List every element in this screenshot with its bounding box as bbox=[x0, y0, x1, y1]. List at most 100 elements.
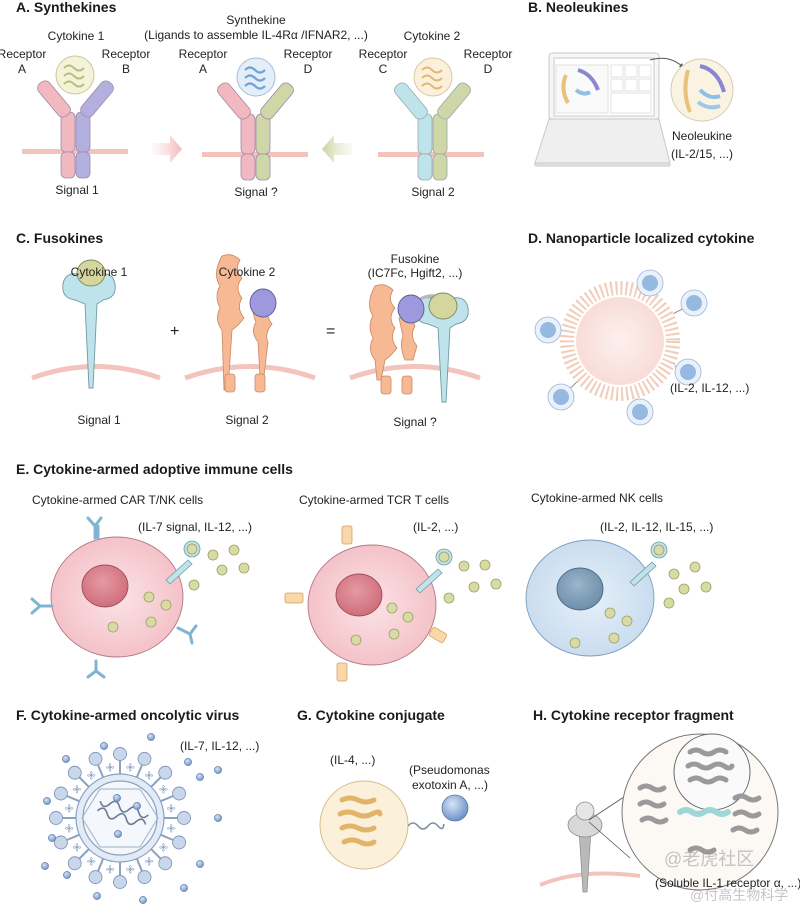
cytokine-1-label: Cytokine 1 bbox=[47, 29, 105, 43]
free-cytokine-ball bbox=[147, 733, 155, 741]
arrow-right-icon bbox=[152, 135, 182, 163]
receptor-orange-tall bbox=[216, 254, 245, 391]
receptor-orange-foot bbox=[401, 375, 413, 395]
virus-cytokine-cross: ✢ bbox=[87, 857, 95, 868]
nanoparticle-examples: (IL-2, IL-12, ...) bbox=[670, 381, 750, 395]
cytokine-dot bbox=[207, 549, 219, 561]
panel-f-graphics: ✢✢✢✢✢✢✢✢✢✢✢✢✢✢✢✢ bbox=[41, 733, 222, 904]
virus-cytokine-cross: ✢ bbox=[159, 843, 167, 854]
membrane-arc bbox=[539, 871, 641, 887]
virus-spike-head bbox=[113, 875, 127, 889]
car-receptor-icons bbox=[30, 516, 198, 679]
cytokine-2-ball bbox=[249, 288, 277, 318]
tcr-receptor-icons bbox=[284, 525, 448, 682]
virus-spike-head bbox=[67, 765, 82, 780]
virus-cytokine-cross: ✢ bbox=[73, 785, 81, 796]
cytokine-2-helix bbox=[421, 66, 443, 90]
free-cytokine-ball bbox=[93, 892, 101, 900]
virus-cytokine-cross: ✢ bbox=[87, 771, 95, 782]
receptor-a-label: Receptor bbox=[0, 47, 47, 61]
panel-b-graphics bbox=[534, 52, 734, 167]
virus-cytokine-cross: ✢ bbox=[159, 785, 167, 796]
cytokine-dot bbox=[653, 544, 665, 556]
cytokine-dot bbox=[569, 637, 581, 649]
tethered-cytokine-core bbox=[642, 275, 658, 291]
virus-cytokine-cross: ✢ bbox=[65, 824, 73, 835]
cytokine-dot bbox=[388, 628, 400, 640]
virus-cytokine-cross: ✢ bbox=[145, 771, 153, 782]
receptor-binding-highlight bbox=[677, 807, 731, 817]
virus-cytokine-cross: ✢ bbox=[106, 865, 114, 876]
cytokine-dot bbox=[479, 559, 491, 571]
cytokine-dot bbox=[608, 632, 620, 644]
cytokine-2-label: Cytokine 2 bbox=[218, 265, 276, 279]
membrane bbox=[202, 152, 308, 157]
cytokine-dot bbox=[228, 544, 240, 556]
free-cytokine-ball bbox=[114, 830, 122, 838]
cytokine-dot bbox=[386, 602, 398, 614]
virus-spike-head bbox=[137, 751, 152, 766]
virus-spike-head bbox=[137, 870, 152, 885]
tcr-t-nucleus bbox=[335, 573, 383, 617]
car-t-cells-label: Cytokine-armed CAR T/NK cells bbox=[32, 493, 204, 507]
virus-cytokine-cross: ✢ bbox=[126, 865, 134, 876]
cytokine-dot bbox=[216, 564, 228, 576]
receptor-fragment-structure bbox=[637, 747, 762, 855]
tethered-cytokine-core bbox=[540, 322, 556, 338]
secretion-pins bbox=[165, 540, 668, 594]
cytokine-dot bbox=[678, 583, 690, 595]
cytokine-dot bbox=[402, 611, 414, 623]
panel-c-graphics: + = bbox=[31, 254, 481, 403]
synthekine-title: Synthekine bbox=[226, 13, 286, 27]
free-cytokine-ball bbox=[180, 884, 188, 892]
virus-cytokine-cross: ✢ bbox=[65, 804, 73, 815]
membrane-arc bbox=[349, 364, 481, 381]
virus-cytokine-cross: ✢ bbox=[145, 857, 153, 868]
exotoxin-label-line1: (Pseudomonas bbox=[409, 763, 490, 777]
synthekine-bubble bbox=[236, 57, 276, 97]
panel-e-graphics bbox=[30, 516, 712, 682]
exotoxin-label-line2: exotoxin A, ...) bbox=[412, 778, 489, 792]
virus-cytokine-cross: ✢ bbox=[73, 843, 81, 854]
panel-g-title: G. Cytokine conjugate bbox=[297, 707, 445, 723]
receptor-a-label: Receptor bbox=[178, 47, 228, 61]
cytokine-dot bbox=[621, 615, 633, 627]
watermark-line1: @老虎社区 bbox=[664, 849, 755, 869]
cytokine-dot bbox=[458, 560, 470, 572]
cytokine-dot bbox=[107, 621, 119, 633]
receptor-c-label: Receptor bbox=[358, 47, 408, 61]
cytokine-dot bbox=[689, 561, 701, 573]
plus-sign: + bbox=[170, 323, 179, 340]
panel-a-graphics bbox=[22, 55, 484, 181]
receptor-b-letter: B bbox=[121, 62, 131, 76]
cytokine-1-bubble bbox=[55, 55, 95, 95]
panel-e-title: E. Cytokine-armed adoptive immune cells bbox=[16, 461, 293, 477]
virus-spike-head bbox=[158, 856, 173, 871]
signal-unknown-label: Signal ? bbox=[393, 415, 437, 429]
free-cytokine-ball bbox=[41, 862, 49, 870]
membrane-arc bbox=[184, 364, 316, 381]
cytokine-dot bbox=[145, 616, 157, 628]
cytokine-dot bbox=[438, 551, 450, 563]
synthekine-subtitle: (Ligands to assemble IL-4Rα /IFNAR2, ...… bbox=[144, 28, 368, 42]
il4-bubble bbox=[319, 780, 409, 870]
cytokine-1-label: Cytokine 1 bbox=[70, 265, 128, 279]
receptor-orange-foot bbox=[224, 373, 236, 393]
virus-spike-head bbox=[172, 786, 187, 801]
membrane bbox=[22, 149, 128, 154]
il4-structure bbox=[337, 795, 383, 847]
signal-1-label: Signal 1 bbox=[77, 413, 121, 427]
receptor-d-letter: D bbox=[483, 62, 493, 76]
receptor-fragment-top bbox=[575, 801, 595, 821]
free-cytokine-ball bbox=[196, 860, 204, 868]
membrane bbox=[378, 152, 484, 157]
free-cytokine-ball bbox=[196, 773, 204, 781]
exotoxin-ball bbox=[441, 794, 469, 822]
receptor-orange-short bbox=[398, 316, 418, 361]
cytokine-dot bbox=[188, 579, 200, 591]
arrow-left-icon bbox=[322, 135, 352, 163]
free-cytokine-ball bbox=[113, 794, 121, 802]
free-cytokine-ball bbox=[214, 766, 222, 774]
synthekine-helix bbox=[244, 66, 266, 90]
virus-spike-head bbox=[177, 811, 191, 825]
